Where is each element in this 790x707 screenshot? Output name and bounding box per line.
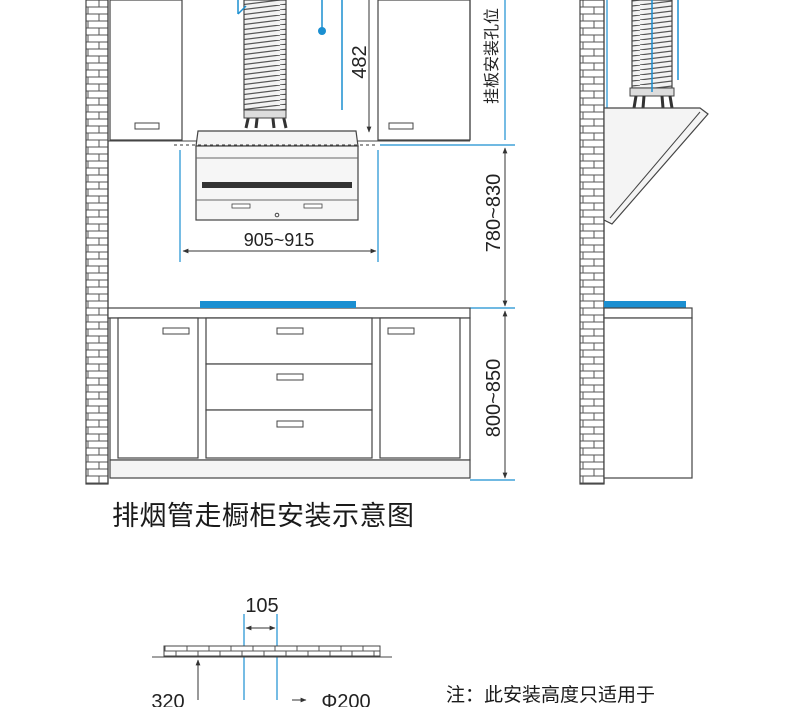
brick-wall-right: [579, 0, 605, 485]
upper-cabinet-left: [109, 0, 183, 141]
countertop: [107, 307, 471, 319]
dimension-phi200: Φ200: [321, 691, 370, 707]
range-hood-front: [195, 130, 359, 221]
dimension-800-850: 800~850: [483, 359, 505, 437]
upper-cabinet-right: [377, 0, 471, 141]
ceiling-slab: [163, 645, 381, 657]
exhaust-duct-front: [243, 0, 287, 111]
dimension-780-830: 780~830: [483, 174, 505, 252]
base-cabinet-side: [603, 317, 693, 479]
cooktop-front: [200, 301, 356, 308]
diagram-caption: 排烟管走橱柜安装示意图: [112, 501, 415, 532]
mount-hole-label: 挂板安装孔位: [482, 8, 501, 104]
dimension-320-bottom: 320: [151, 691, 184, 707]
base-cabinets: [109, 317, 471, 479]
dimension-905-915: 905~915: [244, 230, 315, 250]
dimension-105: 105: [245, 595, 278, 617]
brick-wall-left: [85, 0, 109, 485]
cooktop-side: [604, 301, 686, 308]
installation-note: 注：此安装高度只适用于: [446, 684, 656, 706]
dimension-482: 482: [349, 45, 371, 78]
